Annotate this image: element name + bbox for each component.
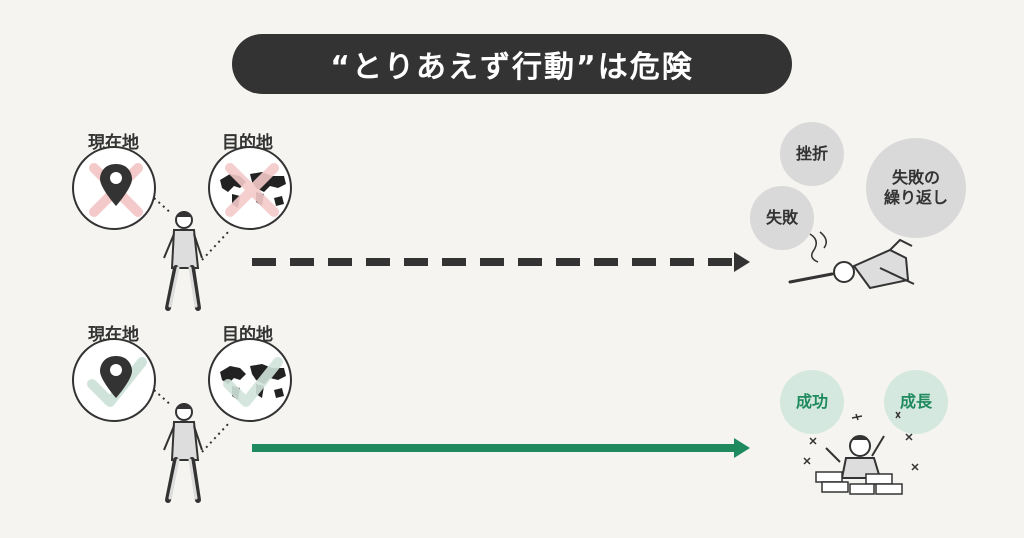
destination-circle-bad <box>208 146 292 230</box>
celebrating-person-illustration <box>803 411 919 495</box>
fallen-person-illustration <box>788 231 915 290</box>
title-banner: “とりあえず行動”は危険 <box>232 34 792 94</box>
map-pin-icon <box>100 164 132 206</box>
destination-circle-good <box>208 338 292 422</box>
walking-person-illustration-bad <box>153 197 231 311</box>
page-title: “とりあえず行動”は危険 <box>330 50 694 85</box>
outcome-bubble-setback: 挫折 <box>780 122 844 186</box>
outcome-bubble-growth: 成長 <box>884 370 948 434</box>
walking-person-illustration-good <box>153 389 231 503</box>
current-location-circle-bad <box>72 146 156 230</box>
arrowhead-icon <box>734 252 750 272</box>
map-pin-icon <box>100 356 132 398</box>
outcome-bubble-failure: 失敗 <box>750 186 814 250</box>
solid-arrow-good <box>252 438 750 458</box>
gold-bars-icon <box>815 471 903 495</box>
outcome-bubble-success: 成功 <box>780 370 844 434</box>
check-mark-icon <box>87 357 147 407</box>
cross-mark-icon <box>225 163 279 217</box>
check-mark-icon <box>223 357 283 407</box>
dashed-arrow-bad <box>252 252 750 272</box>
outcome-bubble-repeated-failure: 失敗の 繰り返し <box>866 138 966 238</box>
arrowhead-icon <box>734 438 750 458</box>
current-location-circle-good <box>72 338 156 422</box>
